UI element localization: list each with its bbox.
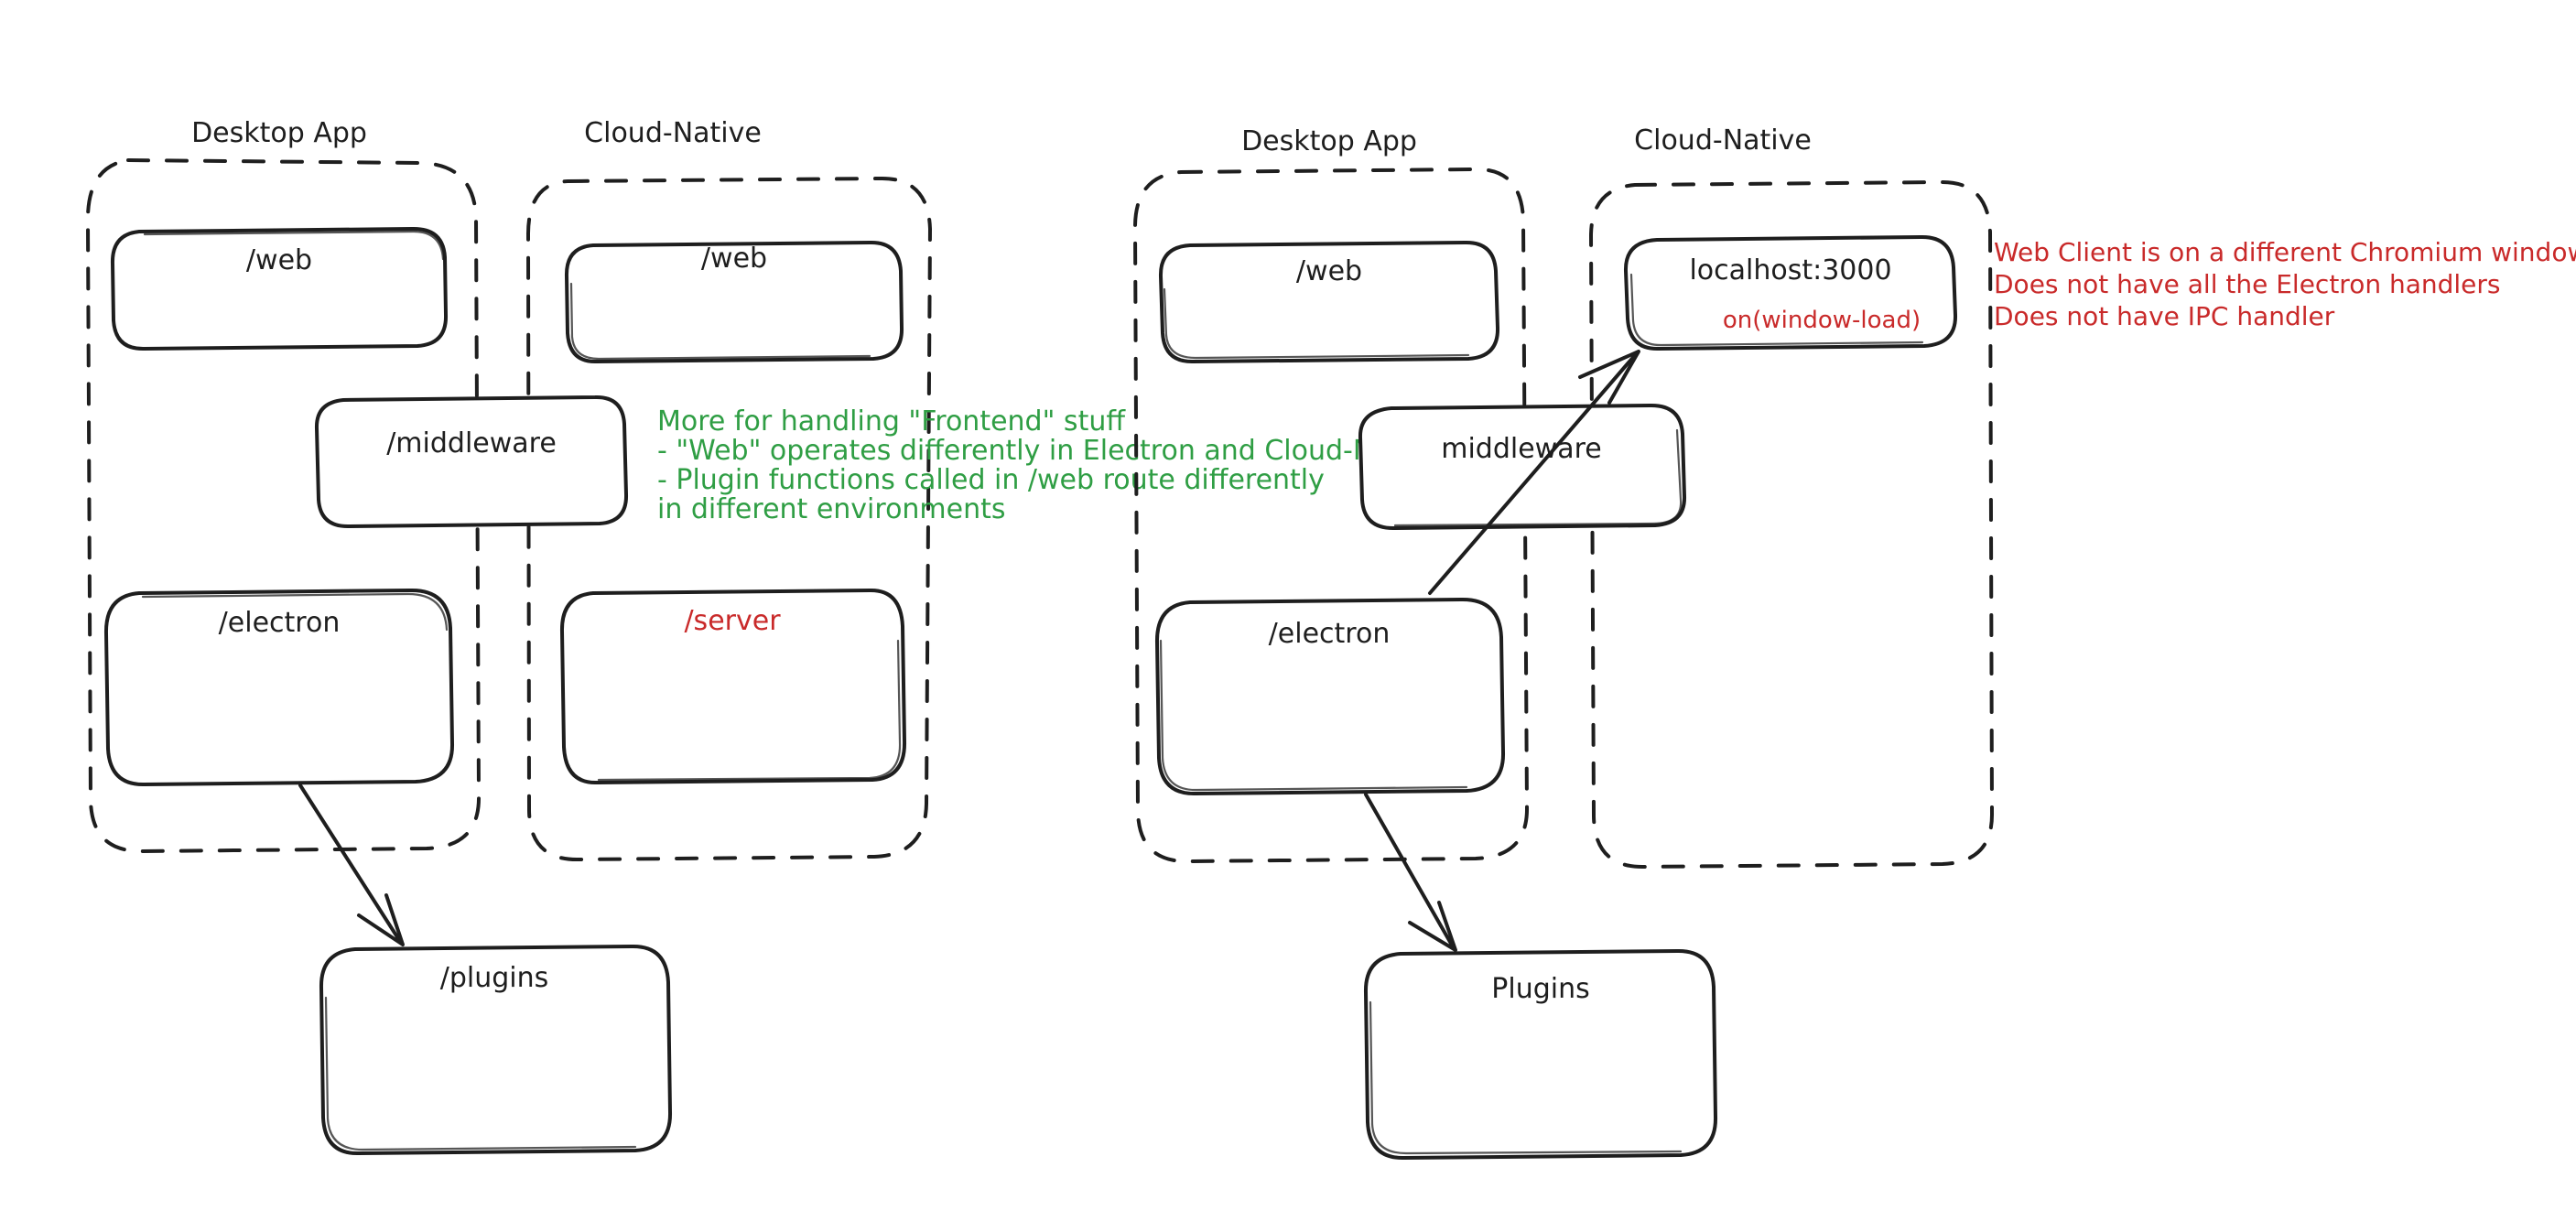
dashed-container-outline: [1132, 167, 1530, 864]
left-node-electron[interactable]: /electron: [103, 588, 455, 787]
right-node-label-web-desktop: /web: [1296, 255, 1362, 287]
right-group-desktop-app[interactable]: Desktop App: [1132, 125, 1530, 864]
node-box-sketch-pass: [1629, 273, 1924, 347]
left-node-label-server: /server: [684, 605, 781, 637]
node-box: [103, 588, 455, 787]
left-node-label-web-cloud: /web: [701, 243, 767, 275]
left-edge-electron-to-plugins: [298, 784, 405, 946]
node-box-sketch-pass: [597, 639, 902, 782]
dashed-container-outline: [85, 157, 482, 854]
left-node-label-middleware: /middleware: [386, 427, 557, 459]
left-node-label-plugins: /plugins: [440, 962, 549, 994]
right-node-label-localhost-3000: localhost:3000: [1689, 254, 1891, 286]
right-node-label-electron: /electron: [1269, 618, 1391, 650]
right-node-electron[interactable]: /electron: [1154, 597, 1506, 796]
left-node-label-web-desktop: /web: [246, 244, 312, 276]
node-box: [319, 944, 673, 1156]
note-green-line-2: - Plugin functions called in /web route …: [657, 464, 1325, 496]
right-node-label-middleware: middleware: [1441, 433, 1602, 465]
right-node-localhost-3000[interactable]: localhost:3000 on(window-load): [1623, 234, 1958, 351]
node-box: [1363, 948, 1718, 1161]
right-group-label-cloud-native: Cloud-Native: [1634, 124, 1812, 157]
right-node-web-desktop[interactable]: /web: [1158, 240, 1500, 364]
node-box: [110, 226, 449, 351]
node-box: [1623, 234, 1958, 351]
edge-line: [1428, 353, 1637, 595]
node-box: [1358, 403, 1687, 531]
dashed-container-outline: [1588, 179, 1995, 870]
left-group-cloud-native[interactable]: Cloud-Native: [525, 117, 933, 862]
node-box-sketch-pass: [1163, 287, 1470, 360]
left-node-plugins[interactable]: /plugins: [319, 944, 673, 1156]
node-box: [1158, 240, 1500, 364]
left-node-server[interactable]: /server: [559, 588, 907, 785]
node-box: [314, 394, 629, 529]
node-box-sketch-pass: [1369, 1000, 1683, 1155]
node-box-sketch-pass: [1159, 639, 1468, 792]
note-green-line-3: in different environments: [657, 493, 1006, 525]
note-green-line-0: More for handling "Frontend" stuff: [657, 405, 1126, 438]
note-red-line-1: Does not have all the Electron handlers: [1994, 269, 2501, 299]
right-group-cloud-native[interactable]: Cloud-Native: [1588, 124, 1995, 870]
node-box: [564, 240, 904, 364]
node-box-sketch-pass: [141, 592, 449, 632]
left-group-label-desktop-app: Desktop App: [191, 117, 367, 149]
right-node-plugins[interactable]: Plugins: [1363, 948, 1718, 1161]
left-node-web-desktop[interactable]: /web: [110, 226, 449, 351]
right-note-red: Web Client is on a different Chromium wi…: [1994, 237, 2576, 331]
node-box-sketch-pass: [1393, 428, 1683, 527]
left-node-middleware[interactable]: /middleware: [314, 394, 629, 529]
node-box: [559, 588, 907, 785]
node-box-sketch-pass: [324, 996, 637, 1151]
right-edge-electron-to-plugins: [1364, 793, 1457, 952]
left-node-label-electron: /electron: [219, 607, 341, 639]
arrow-head: [1578, 350, 1640, 405]
right-node-sublabel-on-window-load: on(window-load): [1723, 307, 1921, 334]
right-group-label-desktop-app: Desktop App: [1241, 125, 1417, 157]
node-box-sketch-pass: [143, 230, 445, 261]
left-group-desktop-app[interactable]: Desktop App: [85, 117, 482, 854]
note-red-line-0: Web Client is on a different Chromium wi…: [1994, 237, 2576, 267]
node-box: [1154, 597, 1506, 796]
right-node-label-plugins: Plugins: [1491, 973, 1589, 1005]
edge-line: [298, 784, 403, 945]
note-green-line-1: - "Web" operates differently in Electron…: [657, 435, 1442, 467]
left-group-label-cloud-native: Cloud-Native: [584, 117, 762, 149]
left-note-green: More for handling "Frontend" stuff - "We…: [657, 405, 1442, 525]
note-red-line-2: Does not have IPC handler: [1994, 301, 2335, 331]
arrow-head: [357, 893, 405, 946]
dashed-container-outline: [525, 176, 933, 862]
edge-line: [1364, 793, 1456, 950]
left-node-web-cloud[interactable]: /web: [564, 240, 904, 364]
right-edge-electron-to-localhost: [1428, 350, 1640, 595]
node-box-sketch-pass: [569, 282, 871, 361]
right-node-middleware[interactable]: middleware: [1358, 403, 1687, 531]
arrow-head: [1408, 901, 1457, 952]
